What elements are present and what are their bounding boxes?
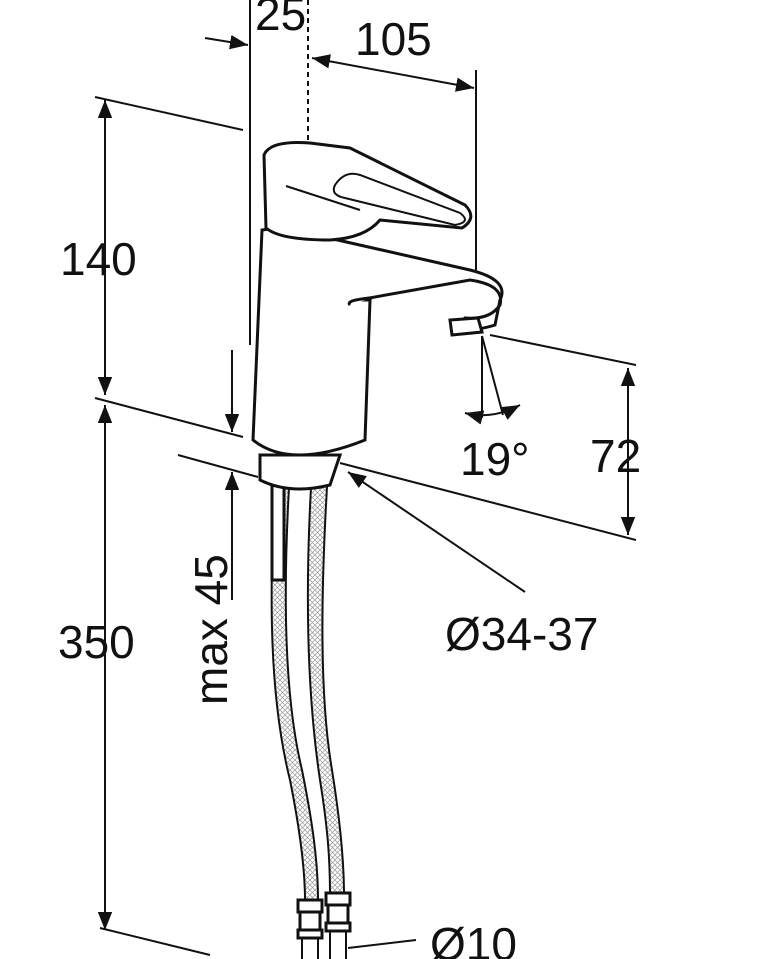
offset-label: 25 bbox=[255, 0, 306, 40]
dimension-lines bbox=[94, 0, 637, 956]
connection-diameter-label: Ø10 bbox=[430, 918, 517, 959]
hose-length-label: 350 bbox=[58, 616, 135, 668]
spout-height-label: 72 bbox=[590, 430, 641, 482]
height-label: 140 bbox=[60, 233, 137, 285]
supply-hoses bbox=[270, 469, 352, 959]
hole-diameter-label: Ø34-37 bbox=[445, 608, 598, 660]
faucet-body bbox=[251, 141, 504, 491]
reach-label: 105 bbox=[355, 13, 432, 65]
max-thickness-label: max 45 bbox=[185, 554, 237, 705]
spout-angle-label: 19° bbox=[460, 433, 530, 485]
